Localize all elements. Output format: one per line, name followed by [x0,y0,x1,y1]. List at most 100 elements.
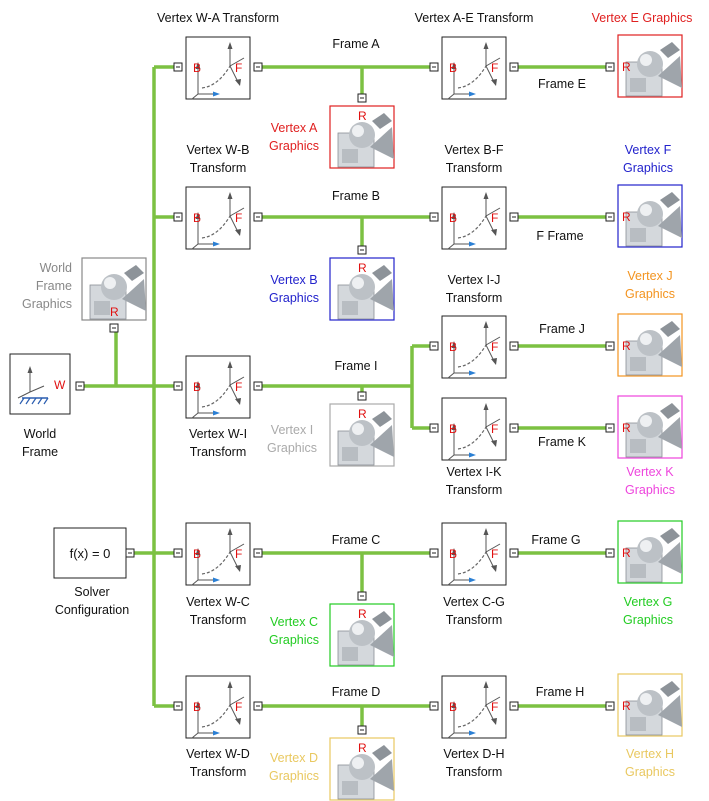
vertex-b-f-transform-block-base-port[interactable] [429,212,439,222]
vertex-f-graphics-block[interactable]: R [617,184,683,248]
base-port-label: B [193,700,201,714]
vertex-c-graphics-block[interactable]: R [329,603,395,667]
vertex-e-graphics-block-reference-port[interactable] [605,62,615,72]
reference-port-label: R [110,305,119,319]
vertex-a-e-transform-block-base-port[interactable] [429,62,439,72]
vertex-w-c-transform-block-base-port[interactable] [173,548,183,558]
wire-label-frame-k: Frame K [538,435,587,449]
vertex-i-j-transform-block-follower-port[interactable] [509,341,519,351]
vertex-a-graphics-block-reference-port[interactable] [357,93,367,103]
vertex-i-j-transform-block-base-port[interactable] [429,341,439,351]
vertex-c-g-transform-block-follower-port[interactable] [509,548,519,558]
follower-port-label: F [235,547,242,561]
vertex-g-graphics-block-reference-port[interactable] [605,548,615,558]
vertex-i-graphics-label-2: Graphics [267,441,317,455]
reference-port-label: R [358,261,367,275]
vertex-w-d-transform-block-follower-port[interactable] [253,701,263,711]
vertex-f-graphics-label-1: Vertex F [625,143,672,157]
vertex-w-i-transform-block-base-port[interactable] [173,381,183,391]
vertex-b-f-label-2: Transform [446,161,503,175]
world-frame-graphics-label-2: Frame [36,279,72,293]
vertex-w-c-label-2: Transform [190,613,247,627]
vertex-k-graphics-block[interactable]: R [617,395,683,459]
solver-port[interactable] [125,548,135,558]
vertex-b-graphics-block[interactable]: R [329,257,395,321]
vertex-g-graphics-label-1: Vertex G [624,595,673,609]
vertex-k-graphics-block-reference-port[interactable] [605,423,615,433]
vertex-i-graphics-block-reference-port[interactable] [357,391,367,401]
vertex-e-graphics-block[interactable]: R [617,34,683,98]
follower-port-label: F [491,211,498,225]
vertex-j-graphics-block[interactable]: R [617,313,683,377]
vertex-j-graphics-label-1: Vertex J [627,269,672,283]
vertex-d-h-transform-block-base-port[interactable] [429,701,439,711]
world-port-label: W [54,378,66,392]
vertex-h-graphics-block-reference-port[interactable] [605,701,615,711]
vertex-k-graphics-label-1: Vertex K [626,465,674,479]
vertex-i-j-label-1: Vertex I-J [448,273,501,287]
vertex-w-b-transform-block-follower-port[interactable] [253,212,263,222]
wire-label-frame-d: Frame D [332,685,381,699]
follower-port-label: F [491,340,498,354]
vertex-d-h-label-1: Vertex D-H [443,747,504,761]
vertex-a-e-transform-block-follower-port[interactable] [509,62,519,72]
vertex-b-graphics-label-1: Vertex B [270,273,317,287]
solver-expression: f(x) = 0 [70,546,111,561]
world-frame-graphics-block-reference-port[interactable] [109,323,119,333]
wire-label-frame-h: Frame H [536,685,585,699]
solver-label-2: Configuration [55,603,129,617]
vertex-i-graphics-block[interactable]: R [329,403,395,467]
vertex-h-graphics-block[interactable]: R [617,673,683,737]
vertex-w-d-transform-block-base-port[interactable] [173,701,183,711]
world-frame-block[interactable]: W [9,353,71,415]
vertex-a-e-transform-label: Vertex A-E Transform [415,11,534,25]
vertex-w-i-transform-block-follower-port[interactable] [253,381,263,391]
vertex-f-graphics-block-reference-port[interactable] [605,212,615,222]
vertex-b-f-transform-block-follower-port[interactable] [509,212,519,222]
vertex-i-j-label-2: Transform [446,291,503,305]
vertex-w-b-label-1: Vertex W-B [187,143,250,157]
solver-configuration-block[interactable]: f(x) = 0 [53,527,127,579]
vertex-w-b-transform-block-base-port[interactable] [173,212,183,222]
vertex-d-graphics-block[interactable]: R [329,737,395,801]
vertex-k-graphics-label-2: Graphics [625,483,675,497]
vertex-w-a-transform-block-follower-port[interactable] [253,62,263,72]
vertex-w-a-transform-block-base-port[interactable] [173,62,183,72]
vertex-w-i-label-1: Vertex W-I [189,427,247,441]
vertex-d-graphics-block-reference-port[interactable] [357,725,367,735]
reference-port-label: R [622,210,631,224]
world-frame-port[interactable] [75,381,85,391]
vertex-w-c-transform-block-follower-port[interactable] [253,548,263,558]
vertex-d-h-transform-block-follower-port[interactable] [509,701,519,711]
base-port-label: B [449,700,457,714]
follower-port-label: F [235,380,242,394]
vertex-c-graphics-block-reference-port[interactable] [357,591,367,601]
vertex-i-k-transform-block-base-port[interactable] [429,423,439,433]
vertex-g-graphics-block[interactable]: R [617,520,683,584]
vertex-c-graphics-label-1: Vertex C [270,615,318,629]
vertex-b-graphics-block-reference-port[interactable] [357,245,367,255]
vertex-a-graphics-block[interactable]: R [329,105,395,169]
base-port-label: B [449,340,457,354]
base-port-label: B [449,422,457,436]
vertex-w-a-transform-label: Vertex W-A Transform [157,11,279,25]
vertex-i-k-transform-block-follower-port[interactable] [509,423,519,433]
vertex-j-graphics-block-reference-port[interactable] [605,341,615,351]
world-frame-graphics-block[interactable]: R [81,257,147,321]
wire-label-frame-j: Frame J [539,322,585,336]
port-markers [75,62,615,735]
vertex-d-graphics-label-2: Graphics [269,769,319,783]
vertex-c-g-transform-block-base-port[interactable] [429,548,439,558]
